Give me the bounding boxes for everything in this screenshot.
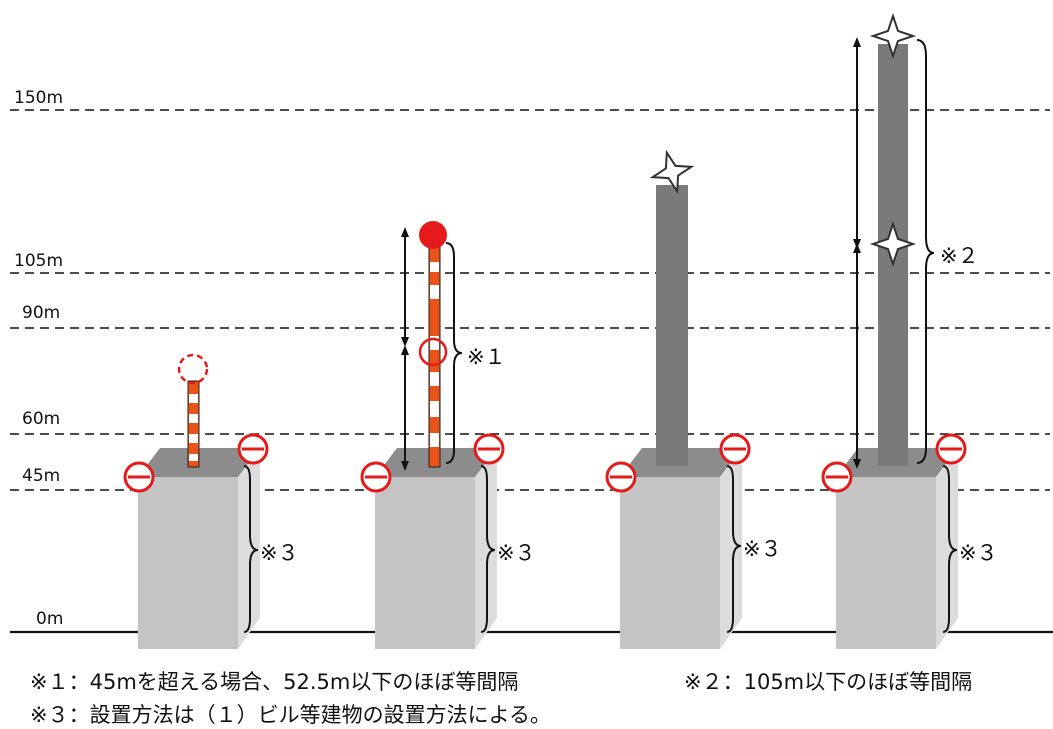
height-grid: 150m 105m 90m 60m 45m 0m <box>10 88 1053 634</box>
building-side <box>720 448 742 649</box>
footnote-3: ※３：設置方法は（１）ビル等建物の設置方法による。 <box>30 703 551 727</box>
level-label-45m: 45m <box>22 466 60 486</box>
star-icon <box>869 220 917 268</box>
building-front <box>138 477 238 649</box>
building-1: ※３ <box>123 353 299 649</box>
star-icon <box>649 149 695 195</box>
no-entry-icon <box>360 461 392 493</box>
note3-marker: ※３ <box>959 541 998 565</box>
brace-note3 <box>243 465 259 633</box>
level-label-0m: 0m <box>36 609 63 629</box>
building-side <box>238 448 260 649</box>
star-icon <box>869 12 917 60</box>
level-label-150m: 150m <box>14 88 63 108</box>
note2-marker: ※２ <box>940 244 979 268</box>
tower <box>656 185 688 466</box>
brace-note2 <box>916 39 935 464</box>
level-label-105m: 105m <box>14 251 63 271</box>
level-label-60m: 60m <box>22 409 60 429</box>
building-4: ※２ ※３ <box>821 12 998 649</box>
no-entry-icon <box>473 433 505 465</box>
protection-point-dashed-circle <box>177 353 209 385</box>
footnote-2: ※２：105m以下のほぼ等間隔 <box>684 670 973 694</box>
no-entry-icon <box>719 433 751 465</box>
building-front <box>375 477 475 649</box>
building-front <box>620 477 720 649</box>
lightning-rod-pole <box>187 380 200 468</box>
no-entry-icon <box>935 433 967 465</box>
no-entry-icon <box>821 461 853 493</box>
building-3: ※３ <box>605 149 782 649</box>
protection-point-circle <box>418 337 448 367</box>
note3-marker: ※３ <box>497 541 536 565</box>
brace-note3 <box>942 465 958 633</box>
brace-note3 <box>726 465 742 633</box>
lightning-rod-pole <box>428 245 441 468</box>
no-entry-icon <box>123 461 155 493</box>
brace-note3 <box>480 465 496 633</box>
no-entry-icon <box>605 461 637 493</box>
footnote-1: ※１：45mを超える場合、52.5m以下のほぼ等間隔 <box>30 670 519 694</box>
note1-marker: ※１ <box>467 345 506 369</box>
note3-marker: ※３ <box>260 541 299 565</box>
building-side <box>475 448 497 649</box>
building-2: ※１ ※３ <box>360 221 536 649</box>
level-label-90m: 90m <box>22 303 60 323</box>
brace-note1 <box>445 242 463 464</box>
building-side <box>936 448 958 649</box>
note3-marker: ※３ <box>743 537 782 561</box>
no-entry-icon <box>237 433 269 465</box>
lightning-rod-head <box>419 221 447 249</box>
building-front <box>836 477 936 649</box>
